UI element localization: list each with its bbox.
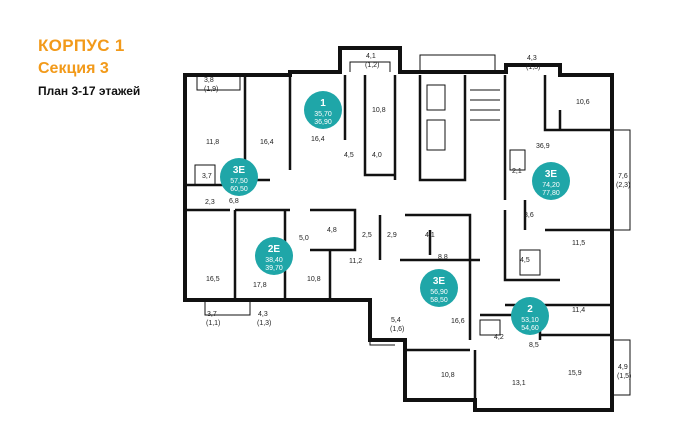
svg-text:54,60: 54,60	[521, 325, 539, 332]
room-area: (1,2)	[365, 62, 379, 69]
room-area: 17,8	[253, 282, 267, 289]
svg-text:36,90: 36,90	[314, 119, 332, 126]
room-area: 2,1	[512, 168, 522, 175]
svg-text:57,50: 57,50	[230, 178, 248, 185]
svg-text:74,20: 74,20	[542, 182, 560, 189]
room-area: 36,9	[536, 143, 550, 150]
plan-title: План 3-17 этажей	[38, 84, 141, 98]
svg-text:3Е: 3Е	[433, 276, 446, 287]
room-area: 2,5	[362, 232, 372, 239]
room-area: 7,6	[618, 173, 628, 180]
room-area: 4,3	[527, 55, 537, 62]
svg-text:77,80: 77,80	[542, 190, 560, 197]
svg-text:35,70: 35,70	[314, 111, 332, 118]
room-area: 5,4	[391, 317, 401, 324]
room-area: 6,8	[229, 198, 239, 205]
room-area: 10,8	[441, 372, 455, 379]
room-area: 3,7	[202, 173, 212, 180]
room-area: 10,6	[576, 99, 590, 106]
svg-text:1: 1	[320, 98, 326, 109]
room-area: 4,0	[372, 152, 382, 159]
room-area: 4,3	[258, 311, 268, 318]
apartment-badges: 1 35,70 36,90 3Е 57,50 60,50 2Е 38,40 39…	[220, 91, 570, 335]
apartment-badge[interactable]: 3Е 56,90 58,50	[420, 269, 458, 307]
interior-walls	[185, 75, 612, 400]
room-area: 2,9	[387, 232, 397, 239]
room-area: (2,3)	[616, 182, 630, 189]
room-area: 16,5	[206, 276, 220, 283]
room-area: 16,4	[260, 139, 274, 146]
svg-text:56,90: 56,90	[430, 289, 448, 296]
room-area: 3,7	[207, 311, 217, 318]
room-area: 4,9	[618, 364, 628, 371]
room-area: 11,8	[206, 139, 219, 146]
svg-text:3Е: 3Е	[233, 165, 246, 176]
room-area: (1,3)	[257, 320, 271, 327]
room-area: 11,5	[572, 240, 585, 247]
svg-text:39,70: 39,70	[265, 265, 283, 272]
svg-text:2: 2	[527, 304, 533, 315]
room-area: 16,4	[311, 136, 325, 143]
room-area: 4,5	[520, 257, 530, 264]
room-area: 4,2	[494, 334, 504, 341]
room-area: 4,1	[425, 232, 435, 239]
apartment-badge[interactable]: 2Е 38,40 39,70	[255, 237, 293, 275]
svg-text:38,40: 38,40	[265, 257, 283, 264]
room-area: 11,4	[572, 307, 585, 314]
apartment-badge[interactable]: 1 35,70 36,90	[304, 91, 342, 129]
room-area: 10,8	[372, 107, 386, 114]
svg-text:3Е: 3Е	[545, 169, 558, 180]
svg-text:2Е: 2Е	[268, 244, 281, 255]
svg-text:53,10: 53,10	[521, 317, 539, 324]
room-area: 5,0	[299, 235, 309, 242]
room-area: 10,8	[307, 276, 321, 283]
svg-text:58,50: 58,50	[430, 297, 448, 304]
room-area: 15,9	[568, 370, 582, 377]
room-area: 16,6	[451, 318, 465, 325]
svg-text:60,50: 60,50	[230, 186, 248, 193]
section-title: Секция 3	[38, 60, 109, 77]
room-labels: 3,8 (1,9) 11,8 16,4 16,4 4,5 10,8 4,0 4,…	[202, 53, 631, 387]
room-area: 3,8	[204, 77, 214, 84]
room-area: 11,2	[349, 258, 362, 265]
room-area: 4,1	[366, 53, 376, 60]
room-area: 8,5	[529, 342, 539, 349]
room-area: 8,8	[438, 254, 448, 261]
room-area: 13,1	[512, 380, 526, 387]
apartment-badge[interactable]: 2 53,10 54,60	[511, 297, 549, 335]
room-area: 8,6	[524, 212, 534, 219]
room-area: (1,6)	[390, 326, 404, 333]
room-area: (1,3)	[526, 64, 540, 71]
room-area: (1,9)	[204, 86, 218, 93]
apartment-badge[interactable]: 3Е 57,50 60,50	[220, 158, 258, 196]
room-area: (1,1)	[206, 320, 220, 327]
building-title: КОРПУС 1	[38, 36, 125, 55]
balconies	[194, 54, 631, 396]
apartment-badge[interactable]: 3Е 74,20 77,80	[532, 162, 570, 200]
room-area: (1,5)	[617, 373, 631, 380]
room-area: 4,5	[344, 152, 354, 159]
room-area: 2,3	[205, 199, 215, 206]
room-area: 4,8	[327, 227, 337, 234]
